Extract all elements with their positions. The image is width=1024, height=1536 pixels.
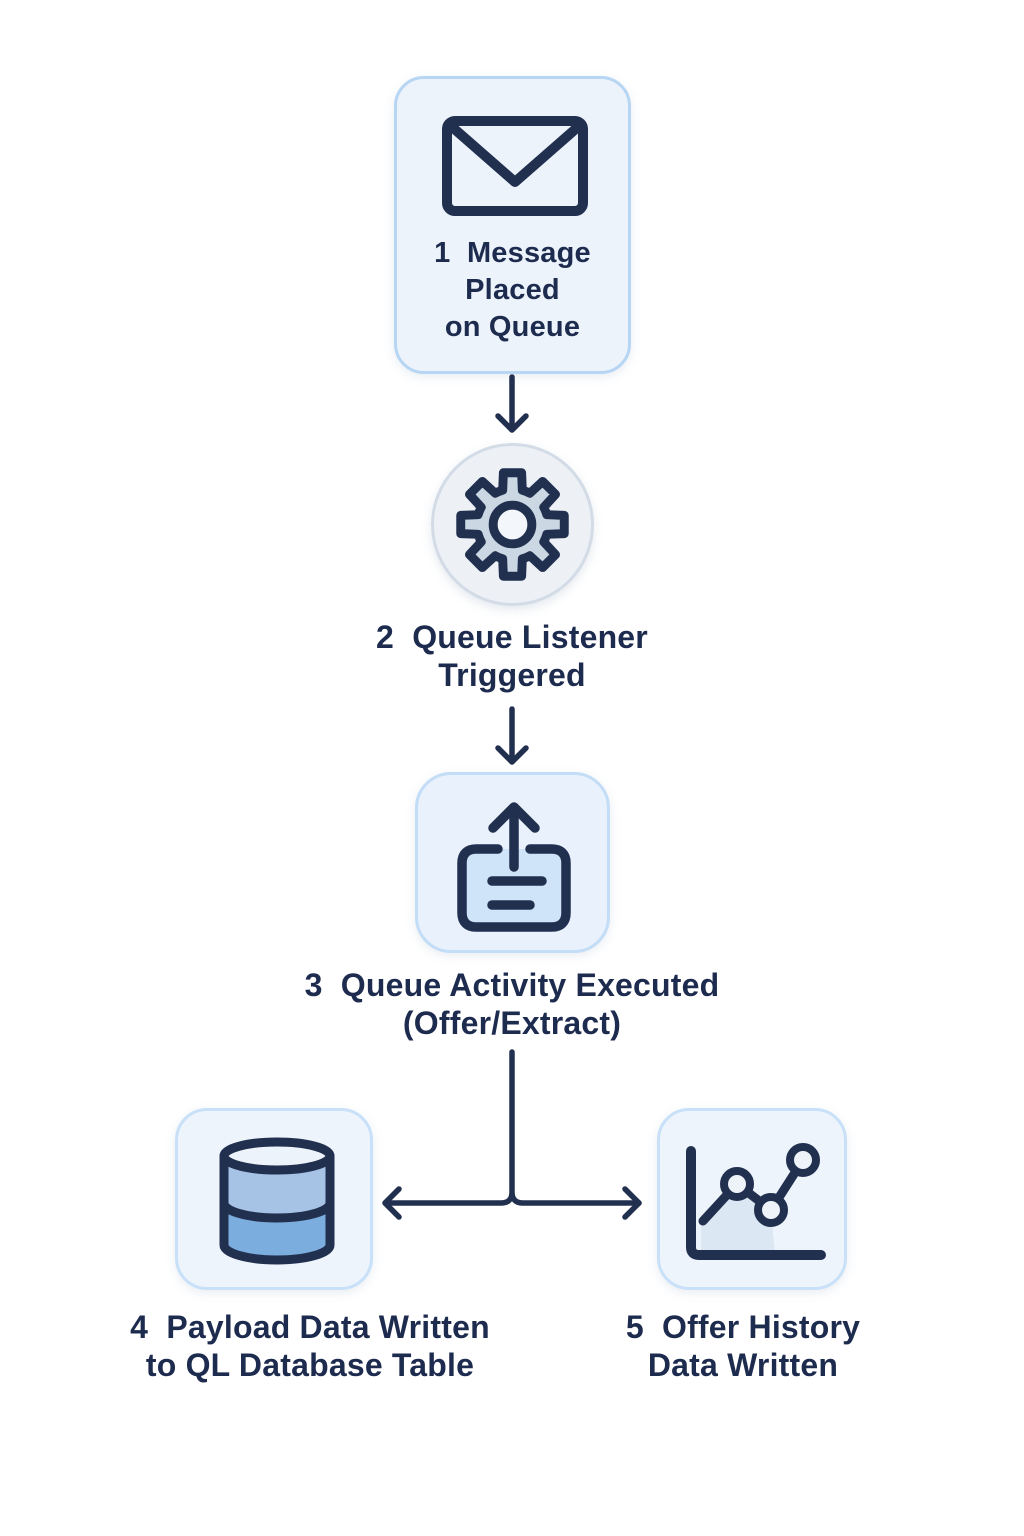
- step-5-card: [657, 1108, 847, 1290]
- step-2-caption: 2 Queue Listener Triggered: [376, 619, 648, 693]
- database-icon: [219, 1137, 335, 1265]
- step-3-card: [415, 772, 610, 953]
- step-4-card: [175, 1108, 373, 1290]
- step-1-card: 1 Message Placed on Queue: [394, 76, 631, 374]
- connector-1-2-arrow-down-icon: [495, 374, 529, 433]
- connector-3-branch-arrows-icon: [382, 1049, 642, 1220]
- step-1-caption: 1 Message Placed on Queue: [434, 237, 591, 343]
- envelope-icon: [442, 116, 588, 216]
- step-2-circle: [431, 443, 594, 606]
- step-4-caption: 4 Payload Data Written to QL Database Ta…: [130, 1309, 490, 1383]
- step-5-caption: 5 Offer History Data Written: [625, 1309, 861, 1383]
- step-3-caption: 3 Queue Activity Executed (Offer/Extract…: [304, 967, 720, 1041]
- upload-tray-icon: [457, 802, 571, 932]
- line-chart-icon: [686, 1143, 826, 1260]
- connector-2-3-arrow-down-icon: [495, 706, 529, 765]
- gear-icon: [456, 468, 569, 581]
